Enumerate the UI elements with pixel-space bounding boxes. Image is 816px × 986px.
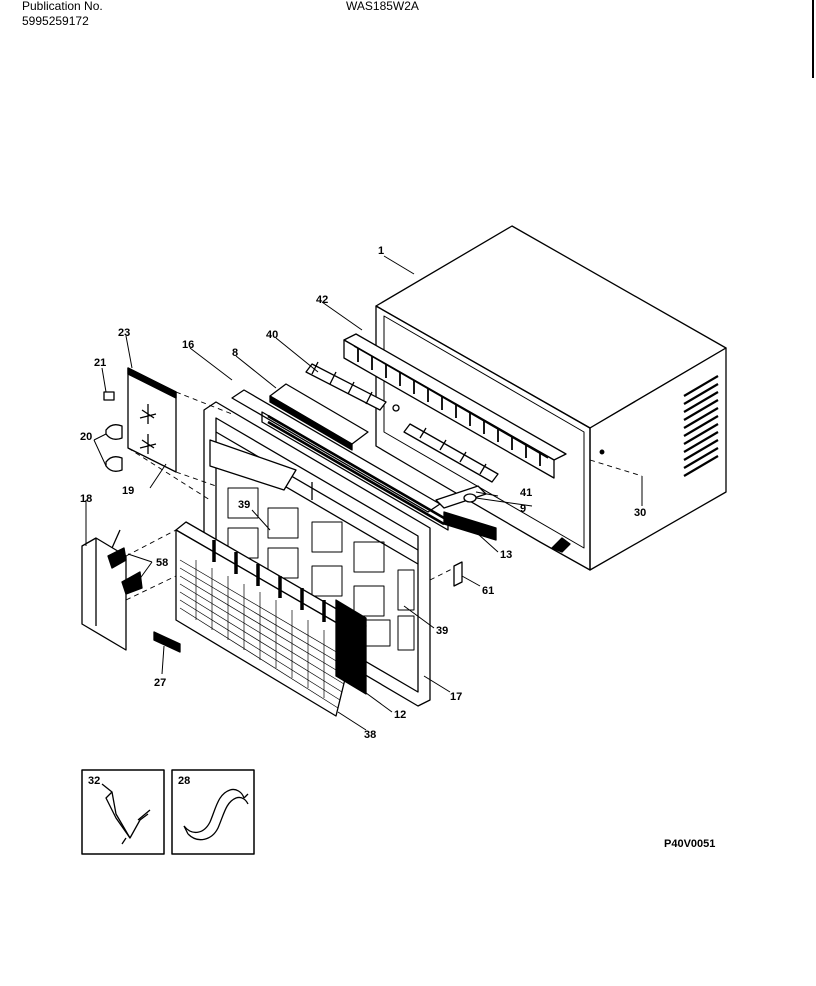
part-label: 32 (88, 775, 100, 787)
part-label: 41 (520, 487, 532, 499)
part-label: 20 (80, 431, 92, 443)
model-number: WAS185W2A (346, 0, 419, 13)
filter-and-knobs (103, 367, 177, 473)
leader-lines (85, 255, 643, 731)
part-label: 21 (94, 357, 106, 369)
part-label: 17 (450, 691, 462, 703)
part-label: 58 (156, 557, 168, 569)
evaporator-coil (261, 383, 497, 541)
part-label: 12 (394, 709, 406, 721)
part-label: 27 (154, 677, 166, 689)
inset-part-28: 28 (171, 769, 255, 855)
cabinet (375, 225, 727, 571)
part-label: 38 (364, 729, 376, 741)
part-labels: 1 42 40 23 16 8 21 20 19 18 58 39 9 41 3… (80, 245, 646, 741)
part-label: 40 (266, 329, 278, 341)
top-louver (343, 333, 567, 479)
part-label: 19 (122, 485, 134, 497)
part-label: 18 (80, 493, 92, 505)
panel-frame (203, 389, 441, 707)
explode-lines (125, 391, 643, 601)
part-label: 39 (436, 625, 448, 637)
part-label: 8 (232, 347, 238, 359)
part-label: 30 (634, 507, 646, 519)
part-label: 61 (482, 585, 494, 597)
bracket-part (153, 631, 181, 653)
clip-part (453, 561, 463, 587)
front-grille (175, 521, 367, 717)
page-edge-rule (812, 0, 814, 78)
inset-part-32: 32 (81, 769, 165, 855)
part-label: 28 (178, 775, 190, 787)
part-label: 1 (378, 245, 384, 257)
part-label: 42 (316, 294, 328, 306)
publication-label: Publication No. (22, 0, 103, 13)
publication-number: 5995259172 (22, 14, 89, 28)
part-label: 13 (500, 549, 512, 561)
part-label: 9 (520, 503, 526, 515)
part-label: 39 (238, 499, 250, 511)
diagram-code: P40V0051 (664, 838, 716, 850)
louver-blades (305, 361, 499, 483)
part-label: 16 (182, 339, 194, 351)
control-panel (81, 529, 143, 651)
part-label: 23 (118, 327, 130, 339)
